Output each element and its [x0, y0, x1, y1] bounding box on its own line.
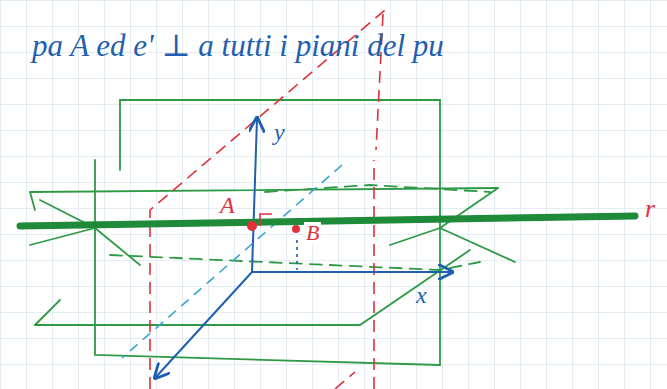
point-a	[247, 221, 257, 231]
right-angle	[260, 214, 272, 226]
line-label: r	[643, 196, 657, 222]
perpendicular-plane	[150, 10, 385, 389]
point-b	[292, 225, 300, 233]
parallel-line	[122, 165, 342, 358]
planes	[30, 100, 515, 365]
axis-label: y	[272, 120, 287, 144]
handwritten-note: pa A ed e' ⊥ a tutti i piani del pu	[30, 30, 446, 61]
projection	[296, 240, 298, 270]
axes	[155, 118, 452, 378]
point-label: A	[218, 193, 237, 217]
point-label: B	[304, 222, 321, 244]
line-r	[20, 216, 635, 226]
axis-label: x	[414, 283, 429, 307]
